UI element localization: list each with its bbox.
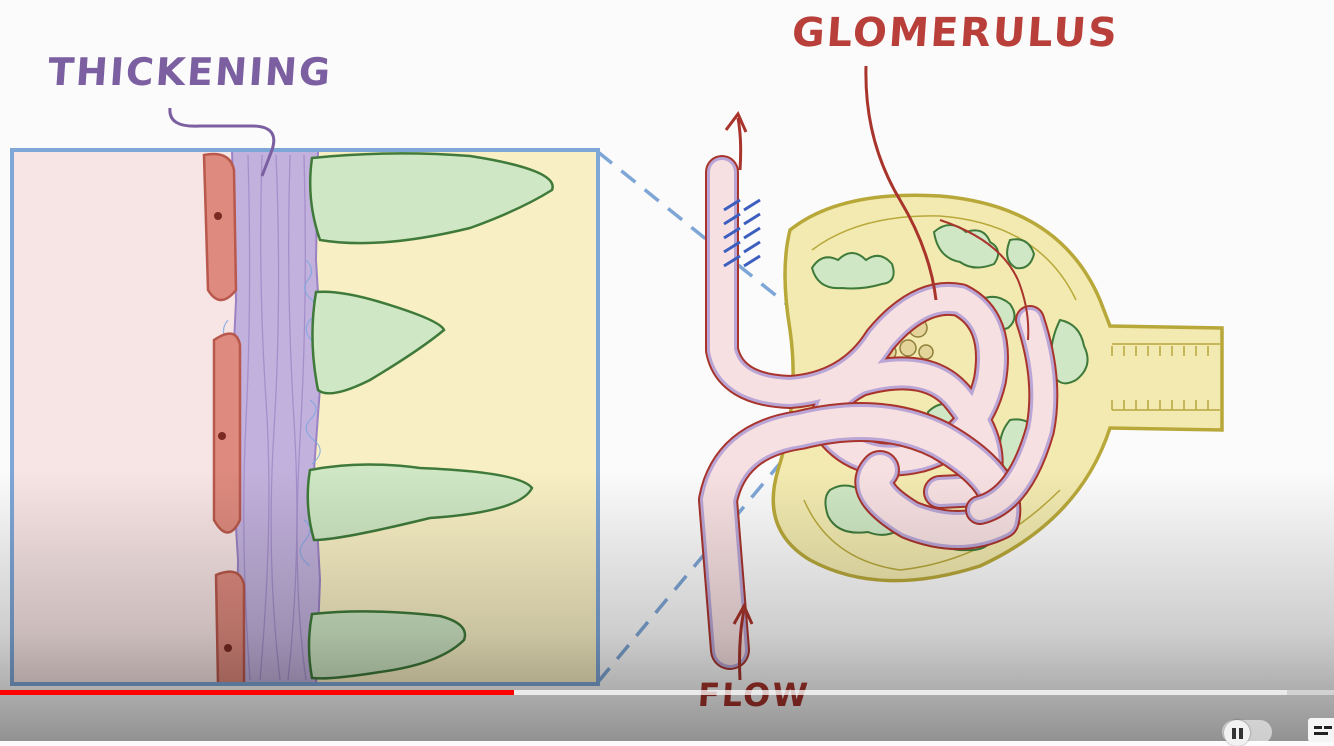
subtitles-icon[interactable]	[1308, 718, 1334, 742]
progress-played	[0, 690, 514, 695]
glomerulus-label: GLOMERULUS	[790, 10, 1120, 56]
autoplay-toggle[interactable]	[1222, 720, 1272, 744]
progress-bar[interactable]	[0, 690, 1334, 695]
zoom-panel	[12, 150, 598, 684]
pause-toggle-icon	[1224, 720, 1250, 746]
player-controls	[0, 700, 1334, 741]
thickening-label: THICKENING	[46, 50, 333, 94]
